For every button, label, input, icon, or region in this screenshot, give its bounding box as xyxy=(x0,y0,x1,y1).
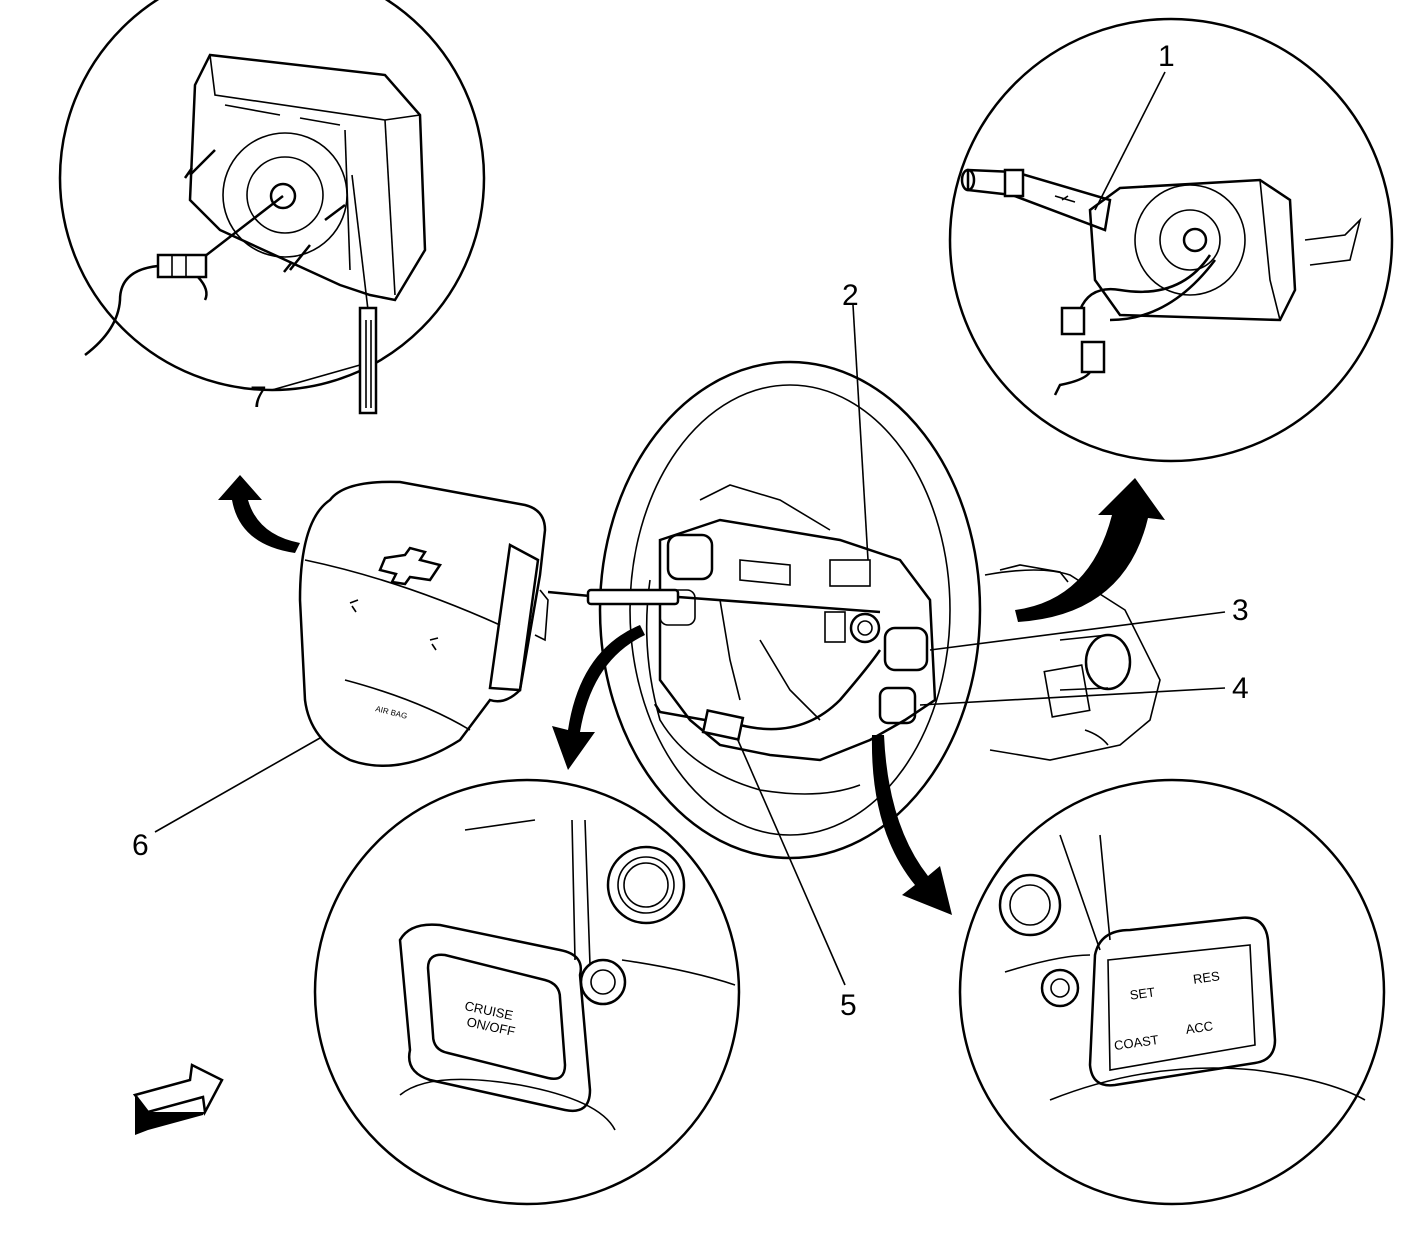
arrow-to-bottom-center xyxy=(552,625,645,770)
res-label: RES xyxy=(1192,968,1221,987)
callout-6: 6 xyxy=(132,829,149,862)
airbag-module: AIR BAG xyxy=(298,480,881,767)
detail-cruise-switch: CRUISE ON/OFF xyxy=(313,778,741,1206)
coast-label: COAST xyxy=(1113,1032,1159,1053)
steering-column xyxy=(984,564,1161,761)
arrow-to-top-left xyxy=(218,475,300,553)
arrow-to-top-right xyxy=(1015,478,1165,622)
callout-2: 2 xyxy=(842,279,859,312)
detail-airbag-back xyxy=(58,0,486,415)
callout-3: 3 xyxy=(1232,594,1249,627)
acc-label: ACC xyxy=(1185,1018,1214,1037)
view-direction-arrow-icon xyxy=(132,1063,224,1135)
callout-5: 5 xyxy=(840,989,857,1022)
callout-1: 1 xyxy=(1158,40,1175,73)
detail-clock-spring xyxy=(948,17,1394,463)
detail-resume-switch: SET RES COAST ACC xyxy=(958,778,1386,1206)
callout-7: 7 xyxy=(250,381,267,414)
leader-lines xyxy=(154,71,1226,986)
steering-wheel xyxy=(598,360,982,860)
airbag-label: AIR BAG xyxy=(375,704,409,721)
set-label: SET xyxy=(1129,984,1156,1002)
arrow-to-bottom-right xyxy=(871,735,952,915)
callout-4: 4 xyxy=(1232,672,1249,705)
